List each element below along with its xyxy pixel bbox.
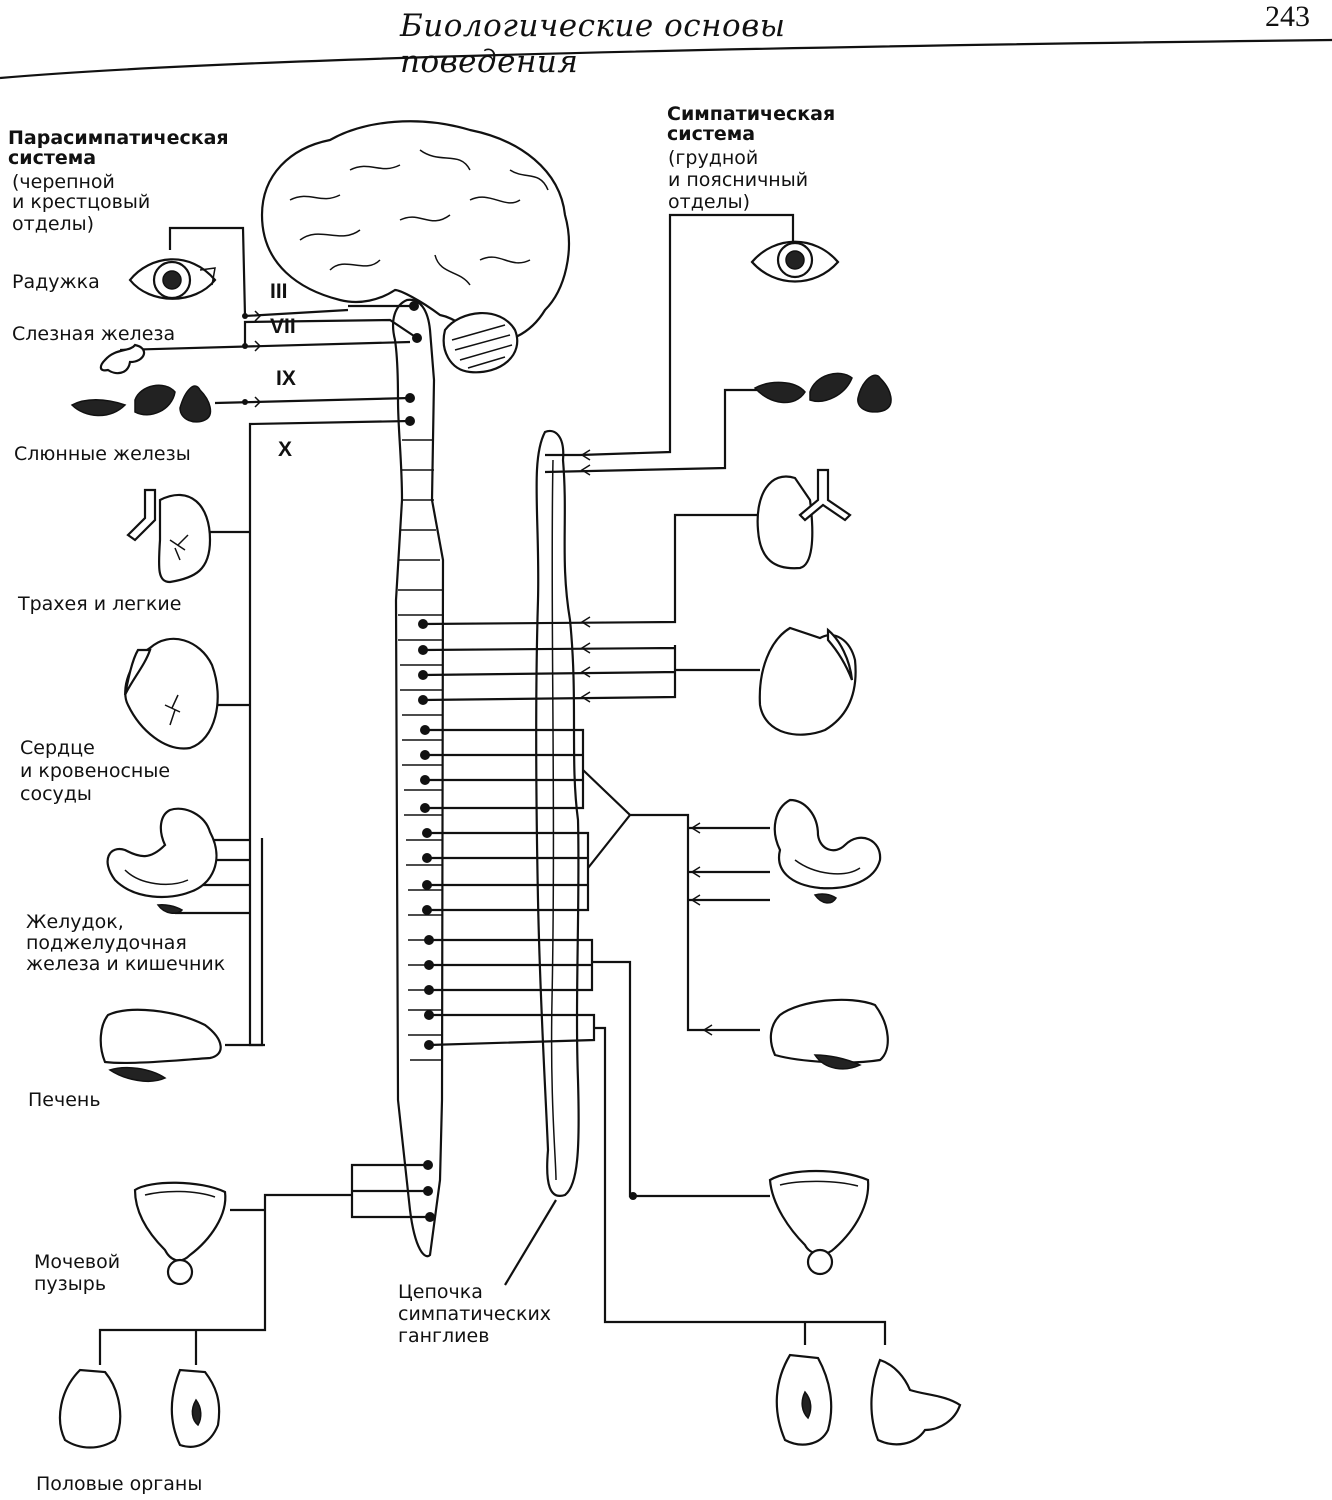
parasympathetic-subtitle-line1: (черепной — [12, 171, 115, 193]
cranial-nerve-iii: III — [270, 280, 288, 303]
sympathetic-title-line2: система — [667, 123, 756, 145]
label-ganglia-chain-line1: Цепочка — [398, 1281, 483, 1303]
label-bladder-line1: Мочевой — [34, 1251, 121, 1273]
tear-gland-icon — [99, 343, 146, 375]
running-title: Биологические основы поведения — [400, 8, 786, 80]
parasympathetic-title-line2: система — [8, 147, 97, 169]
parasympathetic-title-line1: Парасимпатическая — [8, 127, 229, 149]
brain-icon — [260, 120, 571, 374]
label-trachea-lungs: Трахея и легкие — [18, 593, 182, 615]
arrowheads — [254, 310, 713, 1036]
bladder-icon-left — [133, 1181, 227, 1286]
heart-icon-right — [758, 626, 857, 736]
sympathetic-ganglia-chain — [535, 429, 580, 1198]
sympathetic-subtitle-line2: и поясничный — [668, 169, 809, 191]
label-heart-line3: сосуды — [20, 783, 92, 805]
liver-icon-right — [769, 998, 889, 1070]
label-heart-line2: и кровеносные — [20, 760, 171, 782]
lung-icon-left — [126, 488, 212, 584]
label-stomach-line1: Желудок, — [26, 911, 124, 933]
sympathetic-title-line1: Симпатическая — [667, 103, 836, 125]
header-rule — [0, 38, 1332, 80]
sympathetic-subtitle-line1: (грудной — [668, 147, 759, 169]
eye-icon-right — [750, 240, 840, 283]
label-stomach-line3: железа и кишечник — [26, 953, 226, 975]
label-iris: Радужка — [12, 271, 100, 293]
label-liver: Печень — [28, 1089, 101, 1111]
sympathetic-subtitle-line3: отделы) — [668, 191, 751, 213]
spinal-cord — [391, 298, 445, 1258]
cranial-nerve-x: X — [278, 438, 293, 461]
parasympathetic-subtitle-line3: отделы) — [12, 213, 95, 235]
salivary-gland-icon-right — [753, 372, 892, 413]
label-heart-line1: Сердце — [20, 737, 95, 759]
salivary-gland-icon-left — [70, 384, 212, 423]
label-genitals: Половые органы — [36, 1473, 203, 1495]
label-ganglia-chain-line3: ганглиев — [398, 1325, 490, 1347]
cranial-nerve-ix: IX — [276, 367, 296, 390]
label-ganglia-chain-line2: симпатических — [398, 1303, 552, 1325]
stomach-icon-left — [106, 807, 218, 915]
bladder-icon-right — [768, 1169, 870, 1276]
lung-icon-right — [756, 468, 852, 570]
label-salivary-glands: Слюнные железы — [14, 443, 191, 465]
sympathetic-fibers — [422, 213, 887, 1345]
cranial-nerve-vii: VII — [270, 315, 296, 338]
stomach-icon-right — [773, 798, 882, 904]
heart-icon-left — [123, 637, 219, 750]
parasympathetic-subtitle-line2: и крестцовый — [12, 191, 151, 213]
label-bladder-line2: пузырь — [34, 1273, 107, 1295]
genitals-icon-right — [775, 1353, 962, 1446]
liver-icon-left — [99, 1008, 222, 1082]
parasympathetic-fibers — [98, 226, 430, 1365]
label-stomach-line2: поджелудочная — [26, 932, 187, 954]
label-lacrimal-gland: Слезная железа — [12, 323, 176, 345]
page-number: 243 — [1265, 0, 1310, 33]
genitals-icon-left — [58, 1368, 221, 1449]
eye-icon-left — [128, 258, 217, 300]
